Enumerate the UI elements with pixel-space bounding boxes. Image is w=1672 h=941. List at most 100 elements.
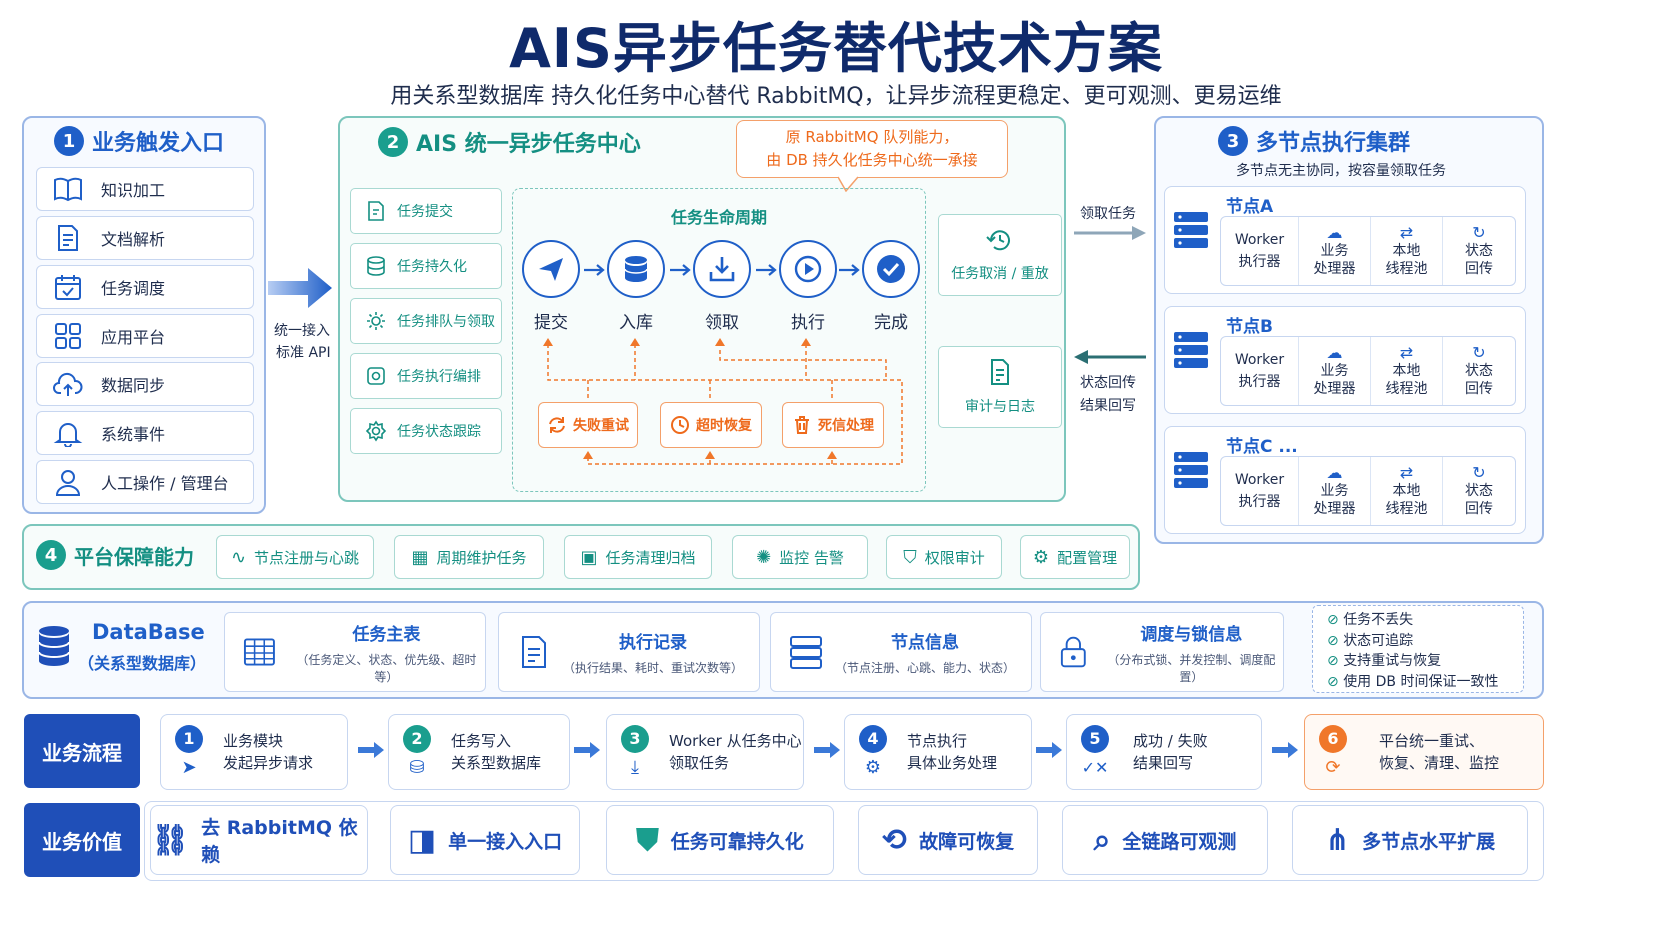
recovery-connectors bbox=[543, 338, 903, 465]
center-item-submit[interactable]: 任务提交 bbox=[350, 188, 502, 234]
api-arrow-icon bbox=[268, 268, 332, 308]
entry-item-label: 系统事件 bbox=[101, 425, 166, 444]
document-icon bbox=[58, 225, 78, 251]
recovery-label: 死信处理 bbox=[818, 418, 874, 434]
value-item-scaling[interactable]: ⋔多节点水平扩展 bbox=[1292, 805, 1528, 875]
platform-item-audit[interactable]: ⛉权限审计 bbox=[886, 535, 1002, 579]
value-label: 全链路可观测 bbox=[1122, 830, 1237, 853]
recovery-deadletter[interactable]: 死信处理 bbox=[782, 402, 884, 448]
callout-line-2: 由 DB 持久化任务中心统一承接 bbox=[766, 151, 978, 169]
magnifier-chart-icon: ⌕ bbox=[1093, 822, 1111, 858]
value-item-single-entry[interactable]: ◨单一接入入口 bbox=[390, 805, 580, 875]
processor-cell: ☁业务处理器 bbox=[1299, 337, 1371, 405]
api-label-2: 标准 API bbox=[276, 345, 331, 361]
cloud-gear-icon: ☁ bbox=[1326, 343, 1343, 362]
entry-item-manual-ops[interactable]: 人工操作 / 管理台 bbox=[36, 460, 254, 504]
shield-check-icon: ⛉ bbox=[903, 546, 917, 568]
center-item-queue[interactable]: 任务排队与领取 bbox=[350, 298, 502, 344]
cell-line-1: 状态 bbox=[1465, 483, 1493, 499]
side-cancel-replay[interactable]: 任务取消 / 重放 bbox=[938, 214, 1062, 296]
cell-line-1: 业务 bbox=[1320, 363, 1349, 379]
check-icon: ⊘ bbox=[1327, 673, 1344, 690]
flow-step-2[interactable]: 2⛁ 任务写入关系型数据库 bbox=[388, 714, 570, 790]
side-audit-log[interactable]: 审计与日志 bbox=[938, 346, 1062, 428]
step-number: 3 bbox=[621, 725, 649, 753]
lock-icon bbox=[1060, 636, 1086, 668]
flow-step-text: 成功 / 失败结果回写 bbox=[1133, 732, 1208, 772]
processor-cell: ☁业务处理器 bbox=[1299, 457, 1371, 525]
entry-item-knowledge[interactable]: 知识加工 bbox=[36, 167, 254, 211]
flow-step-text: 业务模块发起异步请求 bbox=[223, 732, 314, 772]
gear-icon: ⚙ bbox=[864, 757, 882, 778]
value-label: 任务可靠持久化 bbox=[670, 830, 804, 853]
api-label-1: 统一接入 bbox=[274, 323, 330, 339]
platform-item-config[interactable]: ⚙配置管理 bbox=[1020, 535, 1130, 579]
cluster-number: 3 bbox=[1218, 126, 1248, 156]
flow-step-icon-group: 5✓✕ bbox=[1081, 725, 1109, 779]
database-icon bbox=[624, 256, 648, 282]
link-icon: ⛓ bbox=[151, 822, 190, 858]
recovery-label: 超时恢复 bbox=[696, 418, 752, 434]
db-card-text: 任务主表（任务定义、状态、优先级、超时等） bbox=[288, 620, 485, 685]
log-document-icon bbox=[991, 359, 1009, 385]
task-center-number: 2 bbox=[378, 127, 408, 157]
lifecycle-box bbox=[512, 188, 926, 492]
flow-step-6[interactable]: 6⟳ 平台统一重试、恢复、清理、监控 bbox=[1304, 714, 1544, 790]
stage-claim bbox=[693, 240, 751, 298]
flow-step-1[interactable]: 1➤ 业务模块发起异步请求 bbox=[160, 714, 348, 790]
guarantee-item: ⊘ 使用 DB 时间保证一致性 bbox=[1327, 673, 1499, 690]
entry-item-data-sync[interactable]: 数据同步 bbox=[36, 362, 254, 406]
callout-line-1: 原 RabbitMQ 队列能力， bbox=[785, 128, 959, 146]
platform-item-label: 配置管理 bbox=[1057, 548, 1118, 567]
page-title: AIS异步任务替代技术方案 bbox=[509, 17, 1163, 80]
platform-item-label: 周期维护任务 bbox=[436, 548, 527, 567]
entry-title: 业务触发入口 bbox=[92, 131, 225, 156]
refresh-icon bbox=[549, 417, 565, 433]
page-subtitle: 用关系型数据库 持久化任务中心替代 RabbitMQ，让异步流程更稳定、更可观测… bbox=[390, 84, 1282, 109]
send-icon: ➤ bbox=[181, 757, 197, 778]
flow-step-4[interactable]: 4⚙ 节点执行具体业务处理 bbox=[844, 714, 1032, 790]
entry-item-scheduling[interactable]: 任务调度 bbox=[36, 265, 254, 309]
shield-check-icon: ⛊ bbox=[636, 822, 659, 858]
cell-line-1: 本地 bbox=[1392, 363, 1421, 379]
clock-icon bbox=[671, 416, 689, 434]
cell-line-1: 本地 bbox=[1392, 243, 1421, 259]
db-card-lock-info[interactable]: 调度与锁信息（分布式锁、并发控制、调度配置） bbox=[1040, 612, 1284, 692]
entry-item-system-event[interactable]: 系统事件 bbox=[36, 411, 254, 455]
guarantee-item: ⊘ 状态可追踪 bbox=[1327, 632, 1414, 649]
entry-item-app-platform[interactable]: 应用平台 bbox=[36, 314, 254, 358]
replay-clock-icon bbox=[986, 230, 1010, 251]
platform-item-monitor[interactable]: ✺监控 告警 bbox=[732, 535, 868, 579]
center-item-track[interactable]: 任务状态跟踪 bbox=[350, 408, 502, 454]
flow-step-5[interactable]: 5✓✕ 成功 / 失败结果回写 bbox=[1066, 714, 1262, 790]
center-item-persist[interactable]: 任务持久化 bbox=[350, 243, 502, 289]
value-item-recovery[interactable]: ⟲故障可恢复 bbox=[858, 805, 1038, 875]
db-card-node-info[interactable]: 节点信息（节点注册、心跳、能力、状态） bbox=[770, 612, 1032, 692]
recovery-retry[interactable]: 失败重试 bbox=[538, 402, 638, 448]
check-icon: ⊘ bbox=[1327, 612, 1344, 628]
center-item-orchestrate[interactable]: 任务执行编排 bbox=[350, 353, 502, 399]
database-icon bbox=[38, 626, 70, 666]
stage-execute bbox=[779, 240, 837, 298]
check-circle-icon bbox=[877, 255, 905, 283]
entry-item-doc-parse[interactable]: 文档解析 bbox=[36, 216, 254, 260]
db-card-task-table[interactable]: 任务主表（任务定义、状态、优先级、超时等） bbox=[224, 612, 486, 692]
node-title: 节点C ... bbox=[1226, 437, 1298, 457]
platform-item-maintenance[interactable]: ▦周期维护任务 bbox=[394, 535, 544, 579]
recovery-timeout[interactable]: 超时恢复 bbox=[660, 402, 762, 448]
refresh-icon: ⟳ bbox=[1325, 757, 1341, 778]
pulse-icon: ∿ bbox=[230, 546, 247, 568]
flow-step-3[interactable]: 3⤓ Worker 从任务中心领取任务 bbox=[606, 714, 804, 790]
form-icon bbox=[368, 201, 384, 221]
platform-item-archive[interactable]: ▣任务清理归档 bbox=[564, 535, 712, 579]
value-label: 去 RabbitMQ 依赖 bbox=[201, 817, 358, 866]
stage-label: 入库 bbox=[619, 313, 653, 333]
value-item-no-rabbitmq[interactable]: ⛓ 去 RabbitMQ 依赖 bbox=[150, 805, 368, 875]
value-item-persistence[interactable]: ⛊ 任务可靠持久化 bbox=[606, 805, 834, 875]
status-report-cell: ↻状态回传 bbox=[1443, 337, 1515, 405]
platform-item-heartbeat[interactable]: ∿节点注册与心跳 bbox=[216, 535, 374, 579]
value-item-observability[interactable]: ⌕ 全链路可观测 bbox=[1062, 805, 1268, 875]
db-card-exec-record[interactable]: 执行记录（执行结果、耗时、重试次数等） bbox=[498, 612, 760, 692]
